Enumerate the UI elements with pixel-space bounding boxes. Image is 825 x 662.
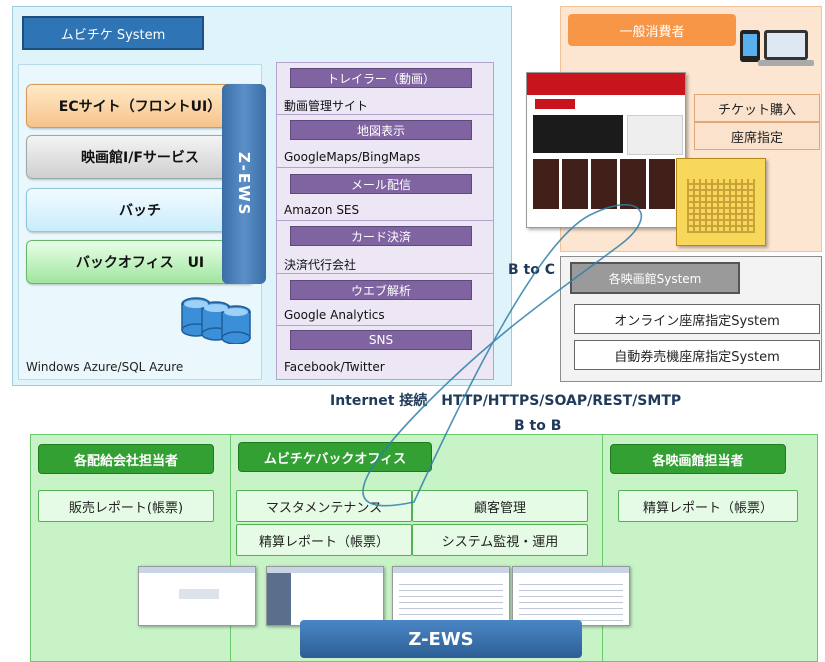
b-to-b-label: B to B bbox=[514, 418, 562, 434]
settlement-report-box: 精算レポート（帳票） bbox=[236, 524, 412, 556]
system-title: ムビチケ System bbox=[22, 16, 204, 50]
seat-map-screenshot bbox=[676, 158, 766, 246]
ec-site-layer: ECサイト（フロントUI） bbox=[26, 84, 254, 128]
backoffice-ui-layer: バックオフィス UI bbox=[26, 240, 254, 284]
backoffice-screenshot bbox=[138, 566, 256, 626]
laptop-base bbox=[758, 60, 814, 66]
trailer-service: トレイラー（動画） bbox=[290, 68, 472, 88]
customer-management-box: 顧客管理 bbox=[412, 490, 588, 522]
theater-staff-title: 各映画館担当者 bbox=[610, 444, 786, 474]
website-screenshot bbox=[526, 72, 686, 228]
master-maintenance-box: マスタメンテナンス bbox=[236, 490, 412, 522]
theater-if-service-layer: 映画館I/Fサービス bbox=[26, 135, 254, 179]
section-divider bbox=[602, 434, 603, 662]
payment-provider: 決済代行会社 bbox=[284, 258, 357, 272]
system-monitoring-box: システム監視・運用 bbox=[412, 524, 588, 556]
distributor-title: 各配給会社担当者 bbox=[38, 444, 214, 474]
analytics-provider: Google Analytics bbox=[284, 308, 385, 322]
service-divider bbox=[276, 273, 494, 274]
cinema-system-title: 各映画館System bbox=[570, 262, 740, 294]
mail-provider: Amazon SES bbox=[284, 203, 360, 217]
map-service: 地図表示 bbox=[290, 120, 472, 140]
card-payment-service: カード決済 bbox=[290, 226, 472, 246]
laptop-icon bbox=[764, 30, 808, 60]
sales-report-box: 販売レポート(帳票) bbox=[38, 490, 214, 522]
map-provider: GoogleMaps/BingMaps bbox=[284, 150, 421, 164]
service-divider bbox=[276, 220, 494, 221]
z-ews-horizontal: Z-EWS bbox=[300, 620, 582, 658]
sns-provider: Facebook/Twitter bbox=[284, 360, 385, 374]
mail-service: メール配信 bbox=[290, 174, 472, 194]
sns-service: SNS bbox=[290, 330, 472, 350]
internet-connection-label: Internet 接続 HTTP/HTTPS/SOAP/REST/SMTP bbox=[330, 393, 682, 409]
seat-selection-box: 座席指定 bbox=[694, 122, 820, 150]
service-divider bbox=[276, 114, 494, 115]
online-seat-system: オンライン座席指定System bbox=[574, 304, 820, 334]
service-divider bbox=[276, 325, 494, 326]
backoffice-screenshot bbox=[392, 566, 510, 626]
database-icon bbox=[178, 294, 258, 345]
b-to-c-label: B to C bbox=[508, 262, 556, 278]
kiosk-seat-system: 自動券売機座席指定System bbox=[574, 340, 820, 370]
backoffice-screenshot bbox=[512, 566, 630, 626]
backoffice-screenshot bbox=[266, 566, 384, 626]
z-ews-vertical: Z-EWS bbox=[222, 84, 266, 284]
trailer-provider: 動画管理サイト bbox=[284, 99, 369, 113]
section-divider bbox=[230, 434, 231, 662]
platform-label: Windows Azure/SQL Azure bbox=[26, 360, 184, 374]
backoffice-title: ムビチケバックオフィス bbox=[238, 442, 432, 472]
web-analytics-service: ウエブ解析 bbox=[290, 280, 472, 300]
batch-layer: バッチ bbox=[26, 188, 254, 232]
smartphone-icon bbox=[740, 30, 760, 62]
ticket-purchase-box: チケット購入 bbox=[694, 94, 820, 122]
consumer-title: 一般消費者 bbox=[568, 14, 736, 46]
service-divider bbox=[276, 167, 494, 168]
theater-settlement-report-box: 精算レポート（帳票） bbox=[618, 490, 798, 522]
